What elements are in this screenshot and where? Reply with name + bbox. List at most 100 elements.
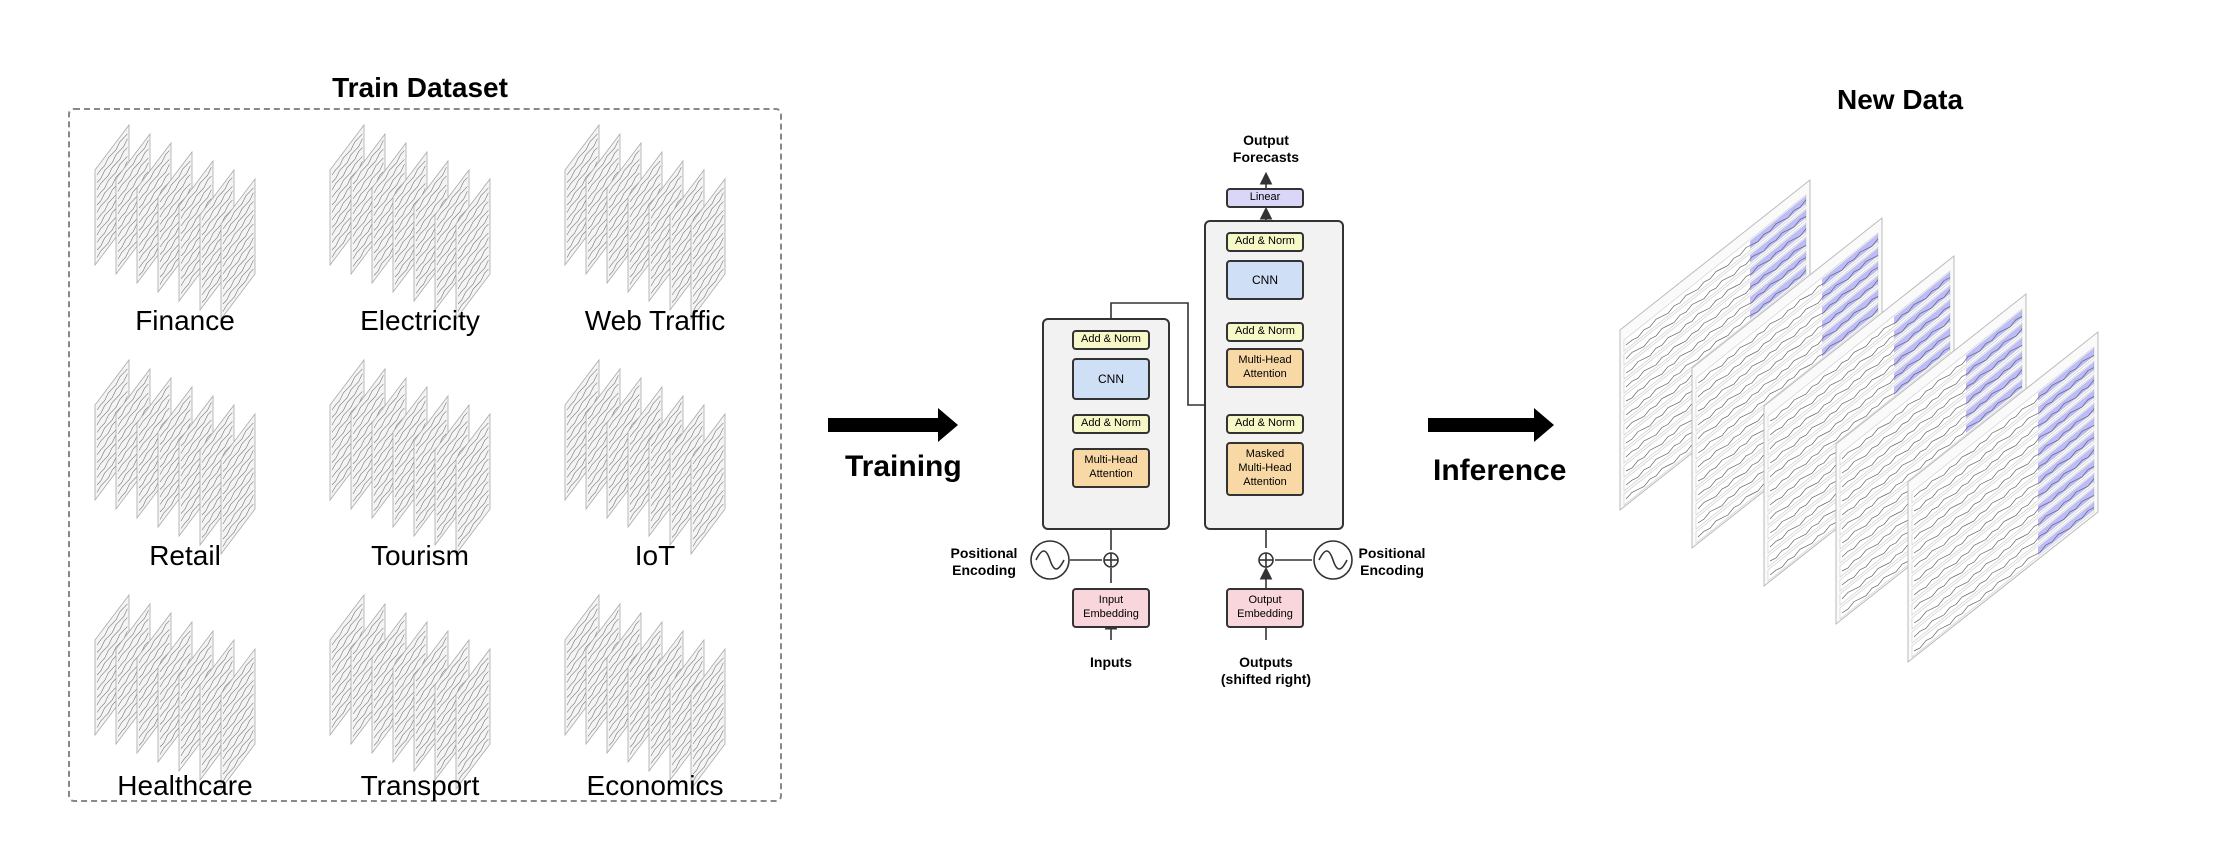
new-data-series-line bbox=[1913, 367, 2095, 512]
forecast-highlight bbox=[1966, 310, 2022, 363]
new-data-series-line bbox=[1913, 478, 2095, 624]
new-data-series-line bbox=[1697, 255, 1879, 398]
forecast-highlight bbox=[2038, 474, 2094, 527]
new-data-row bbox=[1911, 346, 2095, 504]
new-data-row bbox=[1695, 246, 1879, 404]
forecast-highlight bbox=[1750, 224, 1806, 277]
new-data-series-line bbox=[1697, 279, 1879, 426]
new-data-row bbox=[1623, 208, 1807, 366]
new-data-series-line bbox=[1697, 238, 1879, 384]
new-data-row bbox=[1839, 336, 2023, 494]
dataset-stack-icon bbox=[94, 593, 256, 791]
new-data-row bbox=[1695, 260, 1879, 418]
dataset-stack-icon bbox=[564, 593, 726, 791]
forecast-highlight bbox=[1894, 314, 1950, 367]
dataset-domain-label: Web Traffic bbox=[584, 305, 726, 336]
dataset-stack-icon bbox=[564, 123, 726, 321]
new-data-row bbox=[1623, 236, 1807, 394]
new-data-row bbox=[1767, 312, 1951, 470]
dataset-stack-icon bbox=[329, 358, 491, 556]
new-data-series-line bbox=[1913, 396, 2095, 540]
inference-arrow bbox=[1428, 408, 1554, 442]
new-data-row bbox=[1695, 232, 1879, 390]
new-data-series-line bbox=[1625, 245, 1807, 388]
new-data-row bbox=[1911, 486, 2095, 644]
forecast-highlight bbox=[2038, 488, 2094, 541]
new-data-row bbox=[1911, 430, 2095, 588]
new-data-row bbox=[1767, 270, 1951, 428]
input-embedding: Input Embedding bbox=[1072, 588, 1150, 628]
encoder-multi-head-attention: Multi-Head Attention bbox=[1072, 448, 1150, 488]
output-forecasts-label: Output Forecasts bbox=[1232, 132, 1300, 165]
dataset-stack-icon bbox=[329, 123, 491, 321]
new-data-row bbox=[1911, 416, 2095, 574]
train-dataset-title: Train Dataset bbox=[332, 72, 508, 103]
forecast-highlight bbox=[2038, 348, 2094, 401]
new-data-row bbox=[1839, 350, 2023, 508]
new-data-row bbox=[1839, 308, 2023, 466]
forecast-highlight bbox=[1822, 304, 1878, 357]
forecast-highlight bbox=[2038, 390, 2094, 443]
new-data-series-line bbox=[1625, 257, 1807, 402]
encoder-add-norm-top: Add & Norm bbox=[1072, 330, 1150, 350]
encoder-cnn: CNN bbox=[1072, 358, 1150, 400]
forecast-highlight bbox=[1966, 380, 2022, 433]
new-data-illustration bbox=[1619, 178, 2099, 664]
new-data-row bbox=[1911, 500, 2095, 658]
new-data-series-line bbox=[1625, 216, 1807, 360]
new-data-series-line bbox=[1913, 355, 2095, 498]
inference-label: Inference bbox=[1433, 454, 1567, 487]
new-data-row bbox=[1911, 360, 2095, 518]
new-data-series-line bbox=[1769, 277, 1951, 422]
decoder-add-norm-middle: Add & Norm bbox=[1226, 322, 1304, 342]
forecast-highlight bbox=[1894, 328, 1950, 381]
new-data-series-line bbox=[1625, 199, 1807, 346]
new-data-series-line bbox=[1697, 296, 1879, 440]
new-data-series-line bbox=[1625, 269, 1807, 416]
new-data-row bbox=[1767, 298, 1951, 456]
dataset-stack-icon bbox=[329, 593, 491, 791]
new-data-row bbox=[1695, 288, 1879, 446]
forecast-highlight bbox=[2038, 460, 2094, 513]
new-data-series-line bbox=[1769, 306, 1951, 450]
forecast-highlight bbox=[1750, 238, 1806, 291]
new-data-series-line bbox=[1697, 267, 1879, 412]
encoder-add-norm-bottom: Add & Norm bbox=[1072, 414, 1150, 434]
training-label: Training bbox=[845, 450, 962, 483]
forecast-highlight bbox=[1750, 210, 1806, 263]
dataset-domain-label: IoT bbox=[634, 540, 676, 571]
linear-box: Linear bbox=[1226, 188, 1304, 208]
new-data-series-line bbox=[1769, 318, 1951, 464]
new-data-row bbox=[1695, 302, 1879, 460]
dataset-domain-label: Economics bbox=[586, 770, 724, 801]
new-data-series-line bbox=[1841, 369, 2023, 516]
dataset-domain-label: Finance bbox=[135, 305, 235, 336]
new-data-series-line bbox=[1841, 316, 2023, 460]
new-data-row bbox=[1839, 322, 2023, 480]
new-data-series-line bbox=[1841, 345, 2023, 488]
dataset-domain-label: Tourism bbox=[370, 540, 469, 571]
new-data-row bbox=[1911, 472, 2095, 630]
new-data-series-line bbox=[1913, 495, 2095, 638]
new-data-series-line bbox=[1913, 507, 2095, 652]
forecast-highlight bbox=[2038, 404, 2094, 457]
new-data-series-line bbox=[1841, 328, 2023, 474]
dataset-stack-icon bbox=[94, 358, 256, 556]
new-data-series-line bbox=[1625, 228, 1807, 374]
output-embedding: Output Embedding bbox=[1226, 588, 1304, 628]
new-data-series-line bbox=[1913, 379, 2095, 526]
train-dataset-frame bbox=[68, 108, 782, 802]
new-data-series-line bbox=[1841, 357, 2023, 502]
new-data-series-line bbox=[1769, 289, 1951, 436]
new-data-row bbox=[1767, 326, 1951, 484]
forecast-highlight bbox=[1894, 300, 1950, 353]
new-data-title: New Data bbox=[1836, 84, 1964, 115]
forecast-highlight bbox=[2038, 418, 2094, 471]
decoder-multi-head-attention: Multi-Head Attention bbox=[1226, 348, 1304, 388]
new-data-series-line bbox=[1769, 347, 1951, 492]
new-data-series-line bbox=[1913, 408, 2095, 554]
dataset-domain-label: Transport bbox=[360, 770, 480, 801]
dataset-stack-icon bbox=[564, 358, 726, 556]
new-data-series-line bbox=[1769, 335, 1951, 478]
new-data-series-line bbox=[1697, 308, 1879, 454]
